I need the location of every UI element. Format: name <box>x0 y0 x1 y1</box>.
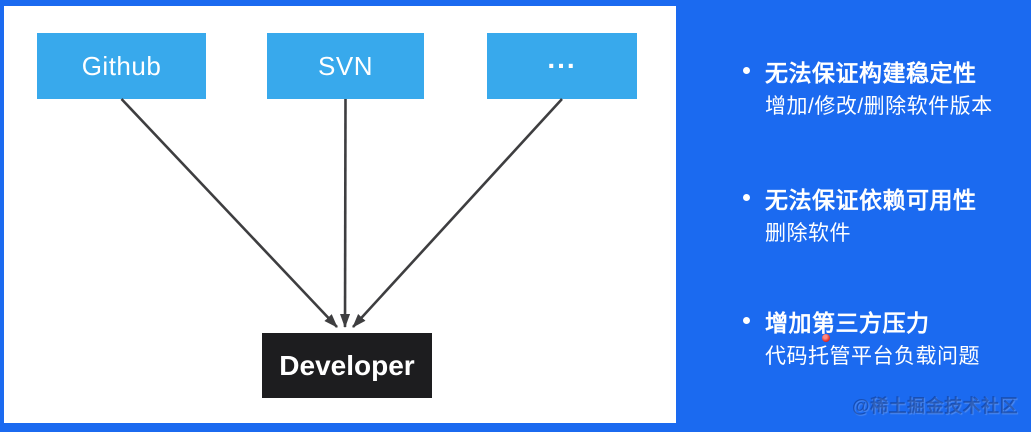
laser-pointer-dot-icon <box>822 334 830 342</box>
note-heading: 增加第三方压力 <box>765 310 930 336</box>
note-text: 无法保证构建稳定性 增加/修改/删除软件版本 <box>765 56 993 124</box>
note-dependency-availability: 无法保证依赖可用性 删除软件 <box>743 183 977 251</box>
source-box-svn-label: SVN <box>318 50 373 81</box>
note-text: 无法保证依赖可用性 删除软件 <box>765 183 977 251</box>
source-box-github: Github <box>37 33 206 99</box>
arrow-github-to-developer <box>120 98 338 328</box>
note-heading: 无法保证依赖可用性 <box>765 187 977 213</box>
watermark: @稀土掘金技术社区 <box>852 396 1019 416</box>
bullet-icon <box>743 317 750 324</box>
developer-box-label: Developer <box>279 349 415 381</box>
notes-panel: 无法保证构建稳定性 增加/修改/删除软件版本 无法保证依赖可用性 删除软件 增加… <box>676 0 1031 432</box>
arrow-others-to-developer <box>352 98 563 328</box>
bullet-icon <box>743 67 750 74</box>
source-box-others-label: ... <box>547 43 577 74</box>
note-heading: 无法保证构建稳定性 <box>765 60 977 86</box>
bullet-icon <box>743 194 750 201</box>
note-detail: 代码托管平台负载问题 <box>765 345 980 368</box>
source-box-others: ... <box>487 33 637 99</box>
diagram-panel: Github SVN ... Developer <box>4 6 676 423</box>
source-box-svn: SVN <box>267 33 424 99</box>
note-build-stability: 无法保证构建稳定性 增加/修改/删除软件版本 <box>743 56 993 124</box>
note-text: 增加第三方压力 代码托管平台负载问题 <box>765 306 980 374</box>
source-box-github-label: Github <box>81 50 162 81</box>
note-third-party-pressure: 增加第三方压力 代码托管平台负载问题 <box>743 306 980 374</box>
note-detail: 删除软件 <box>765 222 851 245</box>
note-detail: 增加/修改/删除软件版本 <box>765 95 993 118</box>
developer-box: Developer <box>262 333 432 398</box>
arrow-svn-to-developer <box>340 98 351 328</box>
